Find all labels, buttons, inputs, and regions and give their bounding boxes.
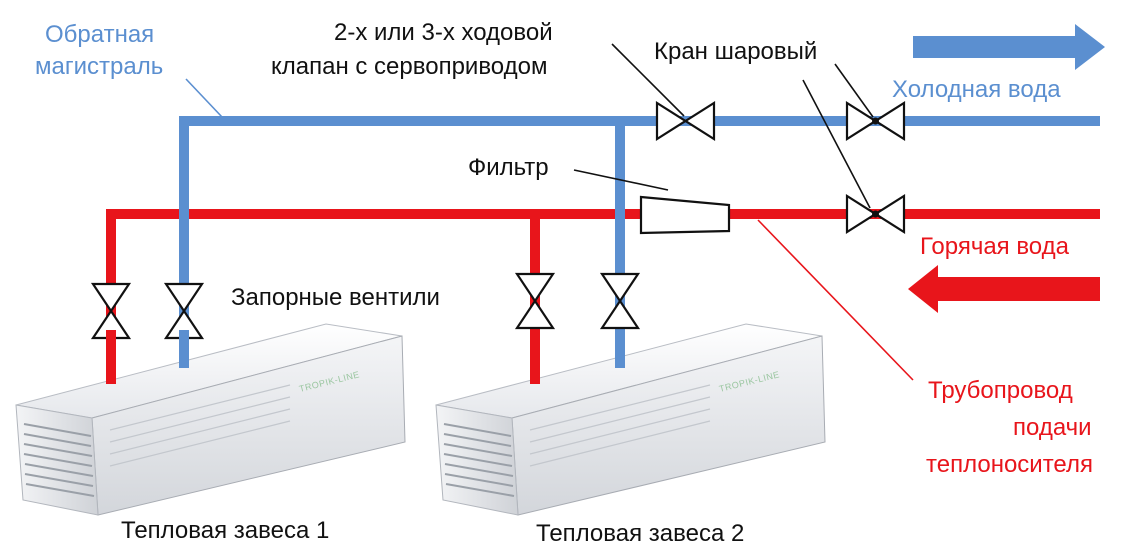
ball-valve-hot-dot — [872, 210, 879, 218]
hot-water-label: Горячая вода — [920, 233, 1069, 260]
shutoff-valve-return-1-icon — [163, 282, 205, 340]
hot-water-flow-arrow — [908, 265, 1100, 313]
shutoff-valve-return-2-icon — [599, 272, 641, 330]
shutoff-valves-label: Запорные вентили — [231, 284, 440, 311]
heat-curtain-1-label: Тепловая завеса 1 — [121, 517, 330, 544]
servo-valve-icon — [655, 101, 716, 141]
return-main-label-line2: магистраль — [35, 53, 164, 80]
filter-label: Фильтр — [468, 154, 549, 181]
shutoff-valve-hot-1-icon — [90, 282, 132, 340]
ball-valve-hot-leader — [802, 79, 871, 209]
ball-valve-cold-dot — [872, 117, 879, 125]
cold-water-label: Холодная вода — [892, 76, 1061, 103]
return-main-label-line1: Обратная — [45, 21, 155, 48]
heat-curtain-2: TROPIK-LINE — [435, 323, 826, 516]
heat-curtain-1: TROPIK-LINE — [15, 323, 406, 516]
supply-pipe-label-line3: теплоносителя — [926, 451, 1093, 478]
valve-type-label-line1: 2-х или 3-х ходовой — [334, 19, 553, 46]
heat-curtain-2-label: Тепловая завеса 2 — [536, 520, 745, 547]
shutoff-valve-hot-2-icon — [514, 272, 556, 330]
ball-valve-label: Кран шаровый — [654, 38, 818, 65]
filter-leader — [573, 169, 669, 191]
ball-valve-cold-leader — [834, 63, 874, 118]
supply-pipe-leader — [757, 219, 914, 381]
valve-type-label-line2: клапан с сервоприводом — [271, 53, 548, 80]
filter-icon — [639, 195, 731, 235]
supply-pipe-label-line1: Трубопровод — [928, 377, 1073, 404]
supply-pipe-label-line2: подачи — [1013, 414, 1092, 441]
return-main-leader — [185, 78, 223, 118]
cold-water-flow-arrow — [913, 24, 1105, 70]
servo-valve-leader — [611, 43, 685, 117]
